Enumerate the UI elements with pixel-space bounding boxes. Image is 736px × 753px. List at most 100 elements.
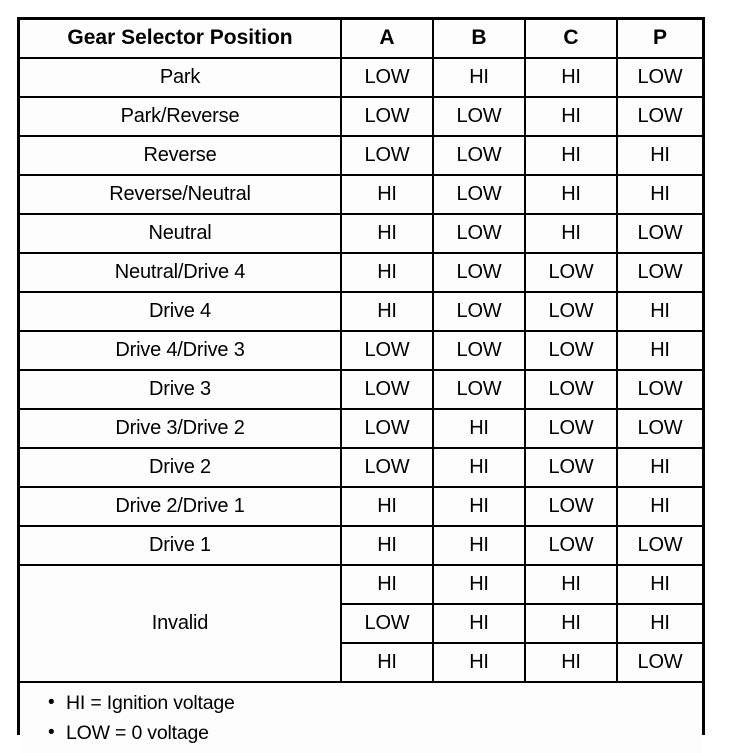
state-cell-c: HI [524,213,618,254]
state-cell-a: LOW [341,603,434,644]
state-cell-c: LOW [524,408,618,449]
state-cell-a: HI [340,291,434,332]
state-cell-b: LOW [432,369,526,410]
state-cell-a: HI [340,174,434,215]
state-cell-c: HI [524,642,618,683]
state-cell-c: LOW [524,447,618,488]
state-cell-b: LOW [432,135,526,176]
gear-position-label: Drive 3 [20,369,342,410]
state-cell-c: HI [524,174,618,215]
state-cell-p: LOW [616,252,702,293]
state-cell-b: LOW [432,213,526,254]
state-cell-b: HI [432,447,526,488]
state-cell-a: HI [340,213,434,254]
state-cell-a: LOW [340,96,434,137]
state-cell-p: HI [616,135,702,176]
state-cell-p: LOW [616,525,702,566]
gear-position-label: Reverse/Neutral [20,174,342,215]
state-cell-b: LOW [432,330,526,371]
state-cell-a: HI [340,486,434,527]
state-cell-c: LOW [524,486,618,527]
state-cell-b: HI [432,525,526,566]
state-cell-c: HI [524,58,618,98]
table-header: Gear Selector Position A B C P [20,20,702,59]
state-cell-c: HI [524,603,618,644]
state-cell-a: HI [340,252,434,293]
state-cell-a: LOW [340,369,434,410]
column-header-p: P [616,20,702,59]
gear-position-label-invalid: Invalid [20,564,342,683]
column-header-b: B [432,20,526,59]
state-cell-p: HI [616,330,702,371]
legend-item: •HI = Ignition voltage [46,688,702,718]
state-cell-p: HI [616,174,702,215]
header-row: Gear Selector Position A B C P [20,20,702,59]
state-cell-b: LOW [432,291,526,332]
state-cell-b: HI [432,486,526,527]
state-cell-p: HI [616,447,702,488]
state-cell-b: LOW [432,174,526,215]
gear-position-label: Drive 4 [20,291,342,332]
gear-position-label: Drive 1 [20,525,342,566]
gear-position-label: Drive 2 [20,447,342,488]
state-cell-b: HI [432,642,526,683]
state-cell-a: HI [340,564,434,605]
state-cell-c: LOW [524,330,618,371]
state-cell-p: HI [616,603,702,644]
state-cell-p: LOW [616,408,702,449]
state-cell-a: LOW [340,447,434,488]
state-cell-a: LOW [340,330,434,371]
state-cell-c: LOW [524,369,618,410]
state-cell-c: LOW [524,525,618,566]
table-notes: •HI = Ignition voltage•LOW = 0 voltage [20,681,702,753]
state-cell-c: HI [524,135,618,176]
bullet-icon: • [48,722,55,743]
state-cell-b: HI [432,408,526,449]
state-cell-b: HI [432,58,526,98]
state-cell-c: LOW [524,291,618,332]
bullet-icon: • [48,691,55,713]
state-cell-a: LOW [340,58,434,98]
gear-position-label: Drive 3/Drive 2 [20,408,342,449]
legend-list: •HI = Ignition voltage•LOW = 0 voltage [20,684,702,752]
state-cell-p: HI [616,564,702,605]
state-cell-a: HI [341,642,434,683]
gear-position-label: Drive 4/Drive 3 [20,330,342,371]
state-cell-b: HI [432,564,526,605]
column-header-a: A [340,20,434,59]
state-cell-p: HI [616,486,702,527]
state-cell-p: HI [616,291,702,332]
state-cell-b: LOW [432,96,526,137]
legend-item-text: LOW = 0 voltage [66,722,209,744]
state-cell-p: LOW [616,58,702,98]
gear-position-label: Park [20,58,342,98]
state-cell-b: HI [432,603,526,644]
state-cell-c: LOW [524,252,618,293]
gear-position-label: Reverse [20,135,342,176]
gear-position-label: Neutral [20,213,342,254]
state-cell-c: HI [524,564,618,605]
state-cell-p: LOW [616,96,702,137]
column-header-c: C [524,20,618,59]
state-cell-p: LOW [616,213,702,254]
gear-position-label: Neutral/Drive 4 [20,252,342,293]
